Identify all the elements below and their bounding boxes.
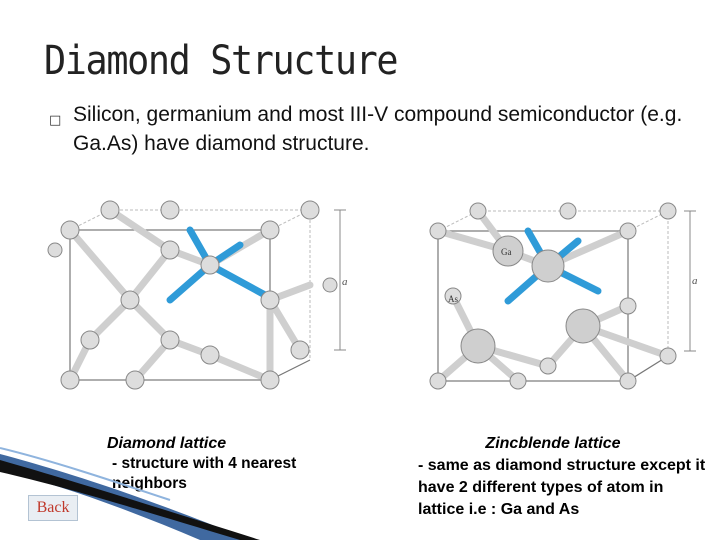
- bullet-text: Silicon, germanium and most III-V compou…: [73, 103, 683, 155]
- lattice-atoms: [47, 200, 338, 390]
- dimension-label: a: [342, 276, 348, 288]
- atom-label-as: As: [448, 294, 458, 304]
- caption-title: Zincblende lattice: [485, 435, 621, 452]
- lattice-atoms-large: [460, 235, 601, 364]
- square-bullet-icon: □: [49, 113, 62, 128]
- zincblende-lattice-caption: Zincblende lattice - same as diamond str…: [418, 433, 708, 521]
- lattice-atoms-small: [429, 202, 677, 390]
- dimension-label: a: [692, 275, 698, 287]
- dimension-marker: [334, 209, 346, 351]
- zincblende-lattice-figure: a Ga As: [429, 202, 698, 390]
- back-button[interactable]: Back: [28, 495, 78, 521]
- caption-text: - same as diamond structure except it ha…: [418, 457, 706, 518]
- decorative-swoosh: [0, 447, 260, 540]
- caption-title: Diamond lattice: [107, 435, 227, 452]
- diamond-lattice-figure: a: [47, 200, 348, 390]
- dimension-marker: [684, 210, 696, 352]
- atom-label-ga: Ga: [501, 247, 512, 257]
- slide-title: Diamond Structure: [44, 38, 399, 84]
